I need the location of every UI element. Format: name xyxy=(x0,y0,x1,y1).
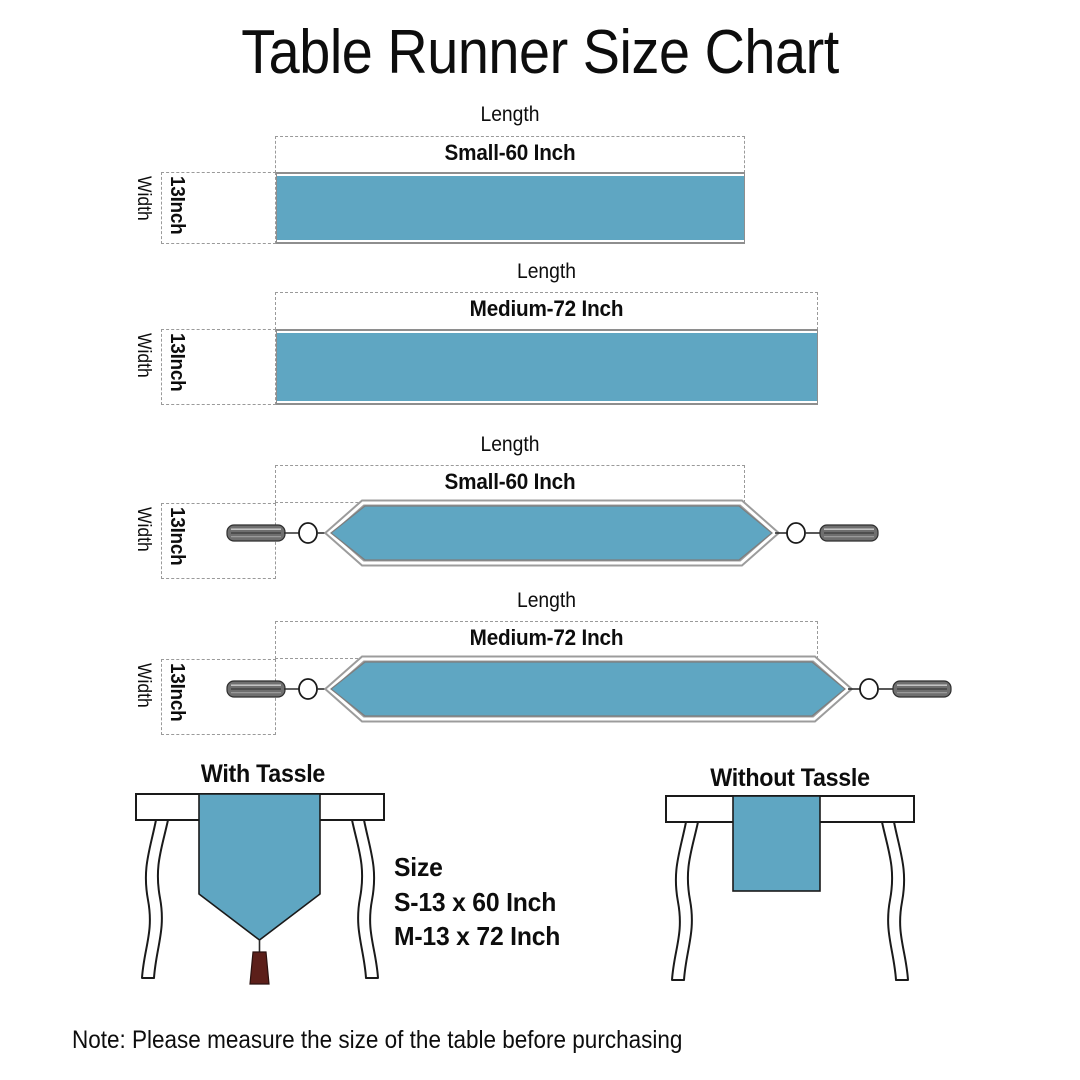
size-small: S-13 x 60 Inch xyxy=(394,886,557,917)
tassel-left-4 xyxy=(226,678,329,700)
length-label-4: Length xyxy=(516,589,577,612)
runner-body-4 xyxy=(226,655,952,723)
tassel-maroon xyxy=(249,951,270,985)
inch-label-1: 13Inch xyxy=(166,176,188,235)
inch-label-3: 13Inch xyxy=(166,507,188,566)
length-label-1: Length xyxy=(480,103,540,126)
without-tassle-heading: Without Tassle xyxy=(710,764,870,792)
table-with-tassle-illustration xyxy=(135,793,385,985)
runner-drape-pointed xyxy=(198,793,321,941)
table-leg-right-1 xyxy=(671,821,699,981)
size-label-4: Medium-72 Inch xyxy=(469,625,624,650)
tassel-right-4 xyxy=(848,678,952,700)
width-guide-box-2 xyxy=(161,329,276,405)
runner-body-1 xyxy=(276,172,745,244)
length-label-2: Length xyxy=(516,260,577,283)
tassel-left-3 xyxy=(226,522,329,544)
table-leg-left-2 xyxy=(351,819,379,979)
size-heading: Size xyxy=(394,852,443,882)
length-label-3: Length xyxy=(480,433,540,456)
tassel-right-3 xyxy=(775,522,879,544)
runner-body-2 xyxy=(276,329,818,405)
size-block: Size S-13 x 60 Inch M-13 x 72 Inch xyxy=(394,850,569,954)
runner-body-3 xyxy=(226,499,879,567)
width-label-3: Width xyxy=(133,507,154,552)
size-label-2: Medium-72 Inch xyxy=(469,296,624,321)
page-title: Table Runner Size Chart xyxy=(241,18,839,87)
size-label-3: Small-60 Inch xyxy=(444,469,576,494)
runner-drape-flat xyxy=(732,795,821,892)
width-label-2: Width xyxy=(133,333,154,378)
width-guide-box-1 xyxy=(161,172,276,244)
note-text: Note: Please measure the size of the tab… xyxy=(72,1026,683,1054)
inch-label-4: 13Inch xyxy=(166,663,188,722)
size-label-1: Small-60 Inch xyxy=(444,140,576,165)
width-label-4: Width xyxy=(133,663,154,708)
table-leg-left-1 xyxy=(141,819,169,979)
size-medium: M-13 x 72 Inch xyxy=(394,921,561,952)
with-tassle-heading: With Tassle xyxy=(200,760,326,788)
table-without-tassle-illustration xyxy=(665,795,915,981)
inch-label-2: 13Inch xyxy=(166,333,188,392)
table-leg-right-2 xyxy=(881,821,909,981)
width-label-1: Width xyxy=(133,176,154,221)
